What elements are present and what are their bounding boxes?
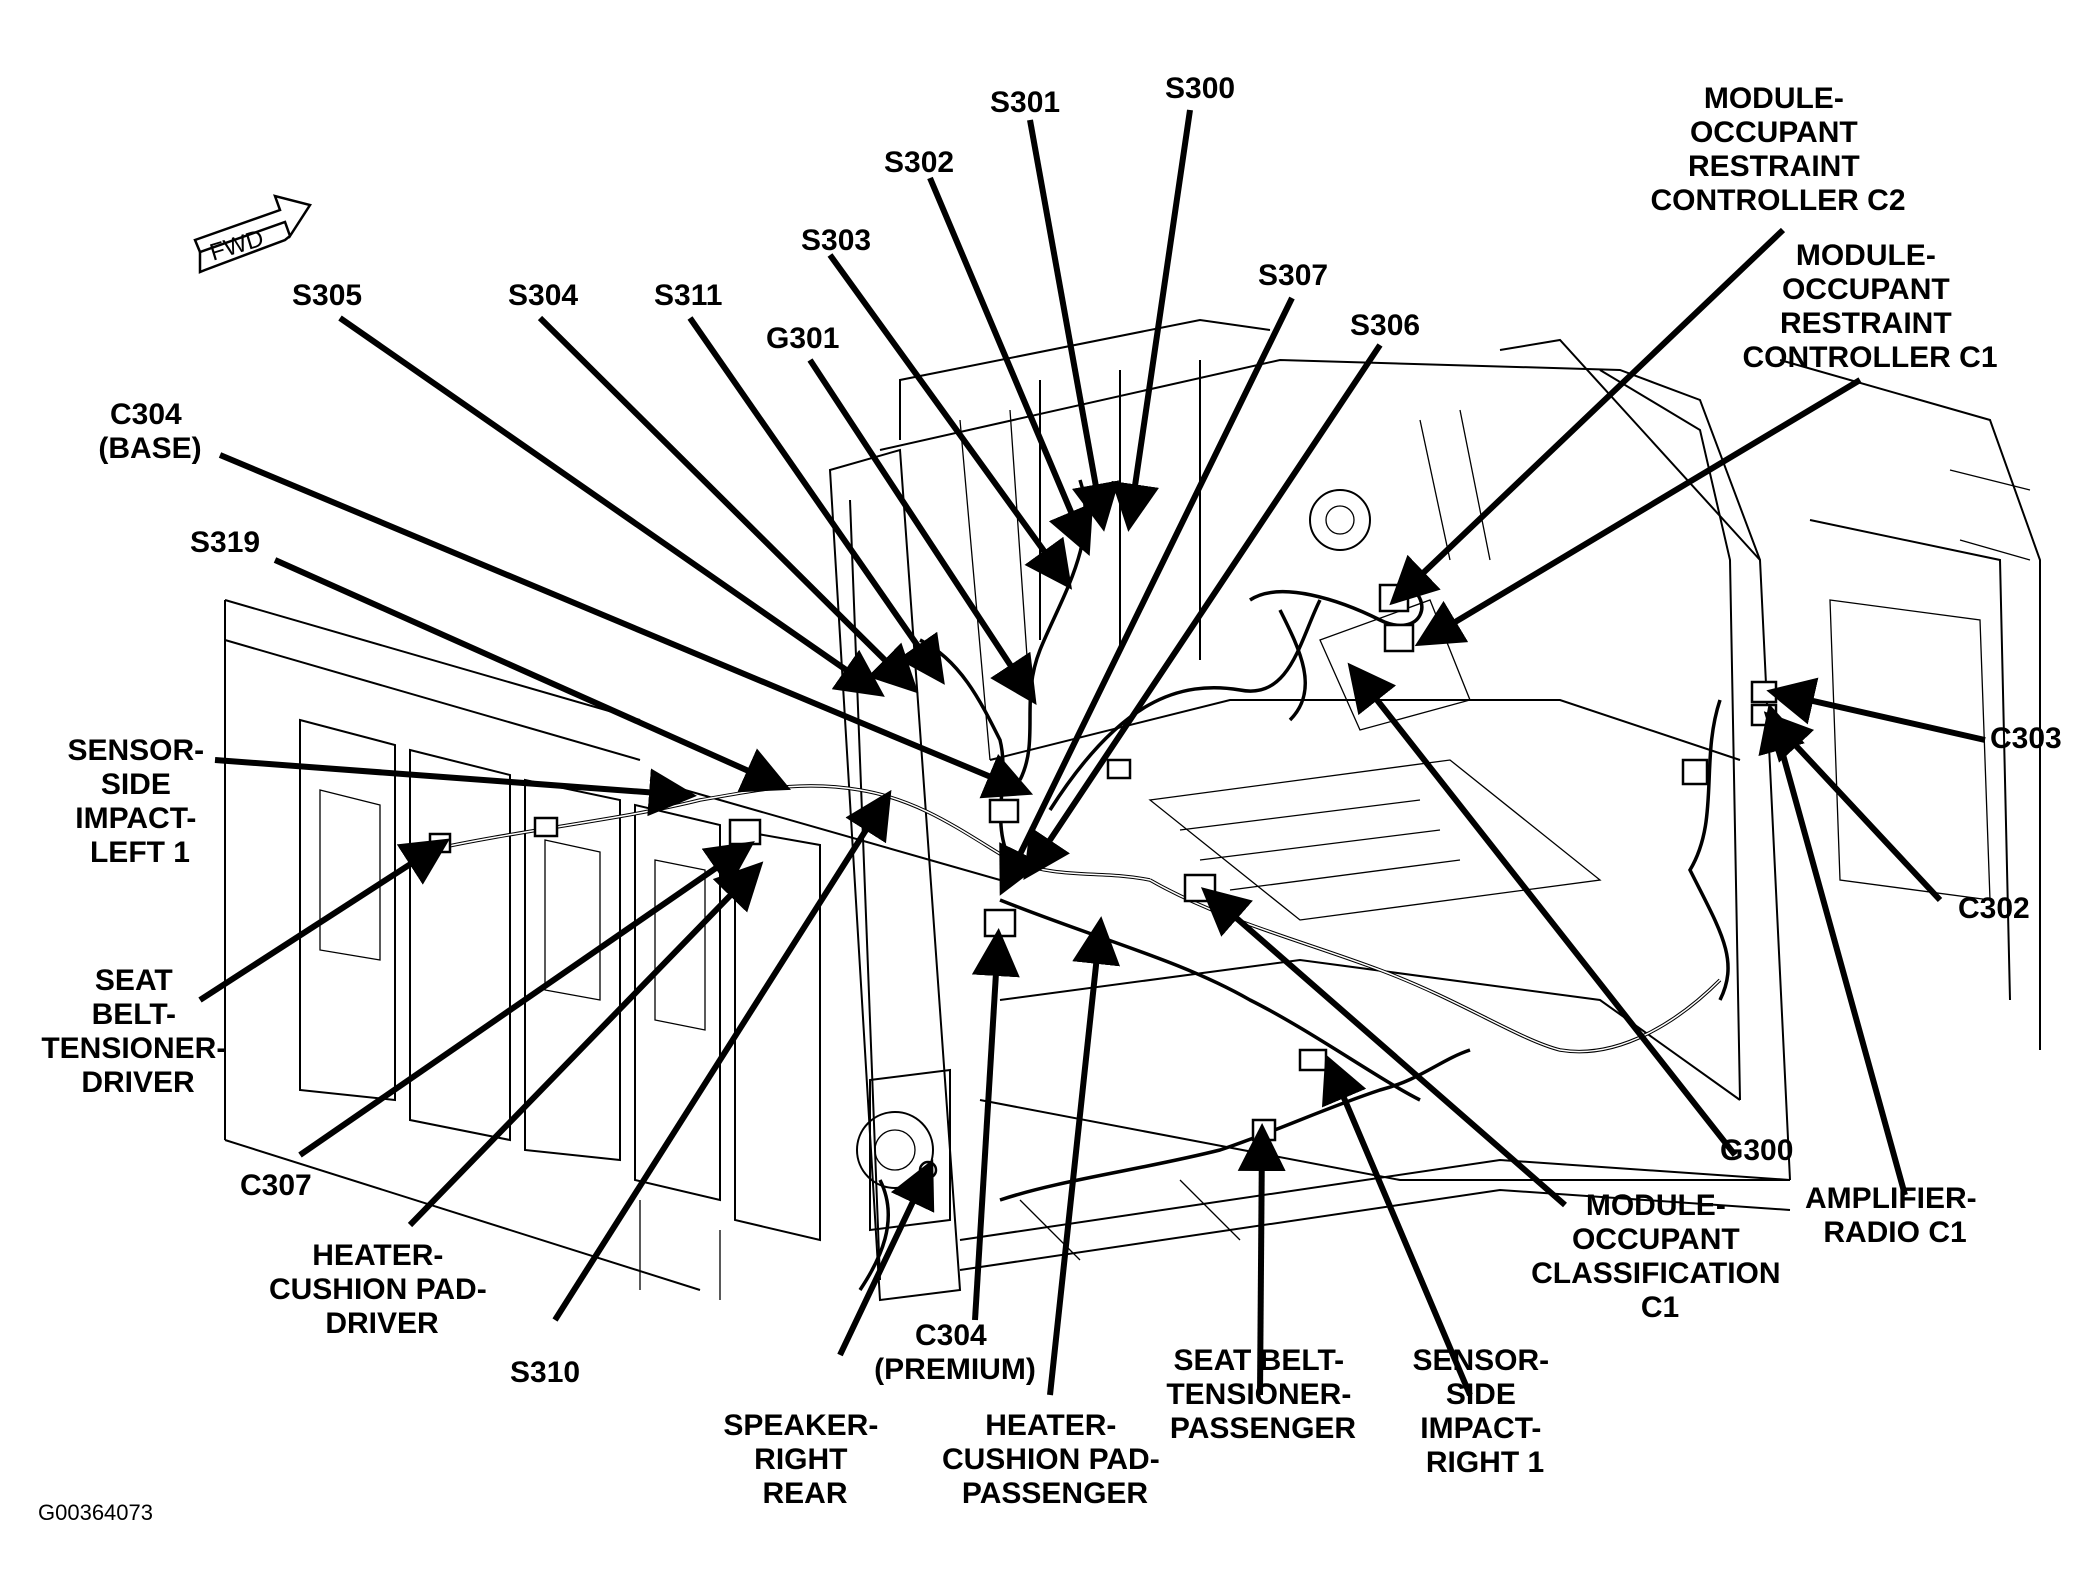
- label-s300: S300: [1165, 72, 1235, 105]
- vehicle-body-outline: [224, 318, 2041, 1302]
- wiring-harness: [428, 479, 1778, 1291]
- component-labels: S301 S300 S302 S303 S305 S304 S311 G301 …: [38, 72, 2062, 1525]
- forward-direction-arrow: FWD: [193, 194, 312, 274]
- label-g300: G300: [1720, 1134, 1793, 1167]
- fwd-arrow-label: FWD: [207, 225, 267, 267]
- label-c307: C307: [240, 1169, 312, 1202]
- leader-lines: [198, 109, 1986, 1397]
- label-s311: S311: [654, 279, 722, 312]
- label-module-occupant-restraint-c2: MODULE- OCCUPANT RESTRAINT CONTROLLER C2: [1651, 82, 1906, 217]
- label-amplifier-radio: AMPLIFIER- RADIO C1: [1805, 1182, 1985, 1249]
- label-s305: S305: [292, 279, 362, 312]
- label-s302: S302: [884, 146, 954, 179]
- label-module-occupant-classification: MODULE- OCCUPANT CLASSIFICATION C1: [1531, 1189, 1789, 1324]
- label-seat-belt-tensioner-driver: SEAT BELT- TENSIONER- DRIVER: [41, 964, 234, 1099]
- label-s307: S307: [1258, 259, 1328, 292]
- label-g301: G301: [766, 322, 839, 355]
- label-s304: S304: [508, 279, 578, 312]
- label-c304-base-line1: C304: [110, 398, 182, 431]
- label-s306: S306: [1350, 309, 1420, 342]
- label-s301: S301: [990, 86, 1060, 119]
- label-heater-cushion-pad-passenger: HEATER- CUSHION PAD- PASSENGER: [942, 1409, 1168, 1510]
- label-c304-base-line2: (BASE): [98, 432, 201, 465]
- label-c304-premium: C304 (PREMIUM): [874, 1319, 1036, 1386]
- label-module-occupant-restraint-c1: MODULE- OCCUPANT RESTRAINT CONTROLLER C1: [1743, 239, 1998, 374]
- label-c303: C303: [1990, 722, 2062, 755]
- label-s303: S303: [801, 224, 871, 257]
- label-s310: S310: [510, 1356, 580, 1389]
- label-c302: C302: [1958, 892, 2030, 925]
- label-sensor-side-impact-left: SENSOR- SIDE IMPACT- LEFT 1: [67, 734, 212, 869]
- label-speaker-right-rear: SPEAKER- RIGHT REAR: [723, 1409, 886, 1510]
- label-s319: S319: [190, 526, 260, 559]
- label-heater-cushion-pad-driver: HEATER- CUSHION PAD- DRIVER: [269, 1239, 495, 1340]
- label-sensor-side-impact-right: SENSOR- SIDE IMPACT- RIGHT 1: [1412, 1344, 1557, 1479]
- label-seat-belt-tensioner-passenger: SEAT BELT- TENSIONER- PASSENGER: [1166, 1344, 1359, 1445]
- figure-code: G00364073: [38, 1500, 153, 1525]
- label-c304-base: C304 (BASE): [98, 398, 201, 465]
